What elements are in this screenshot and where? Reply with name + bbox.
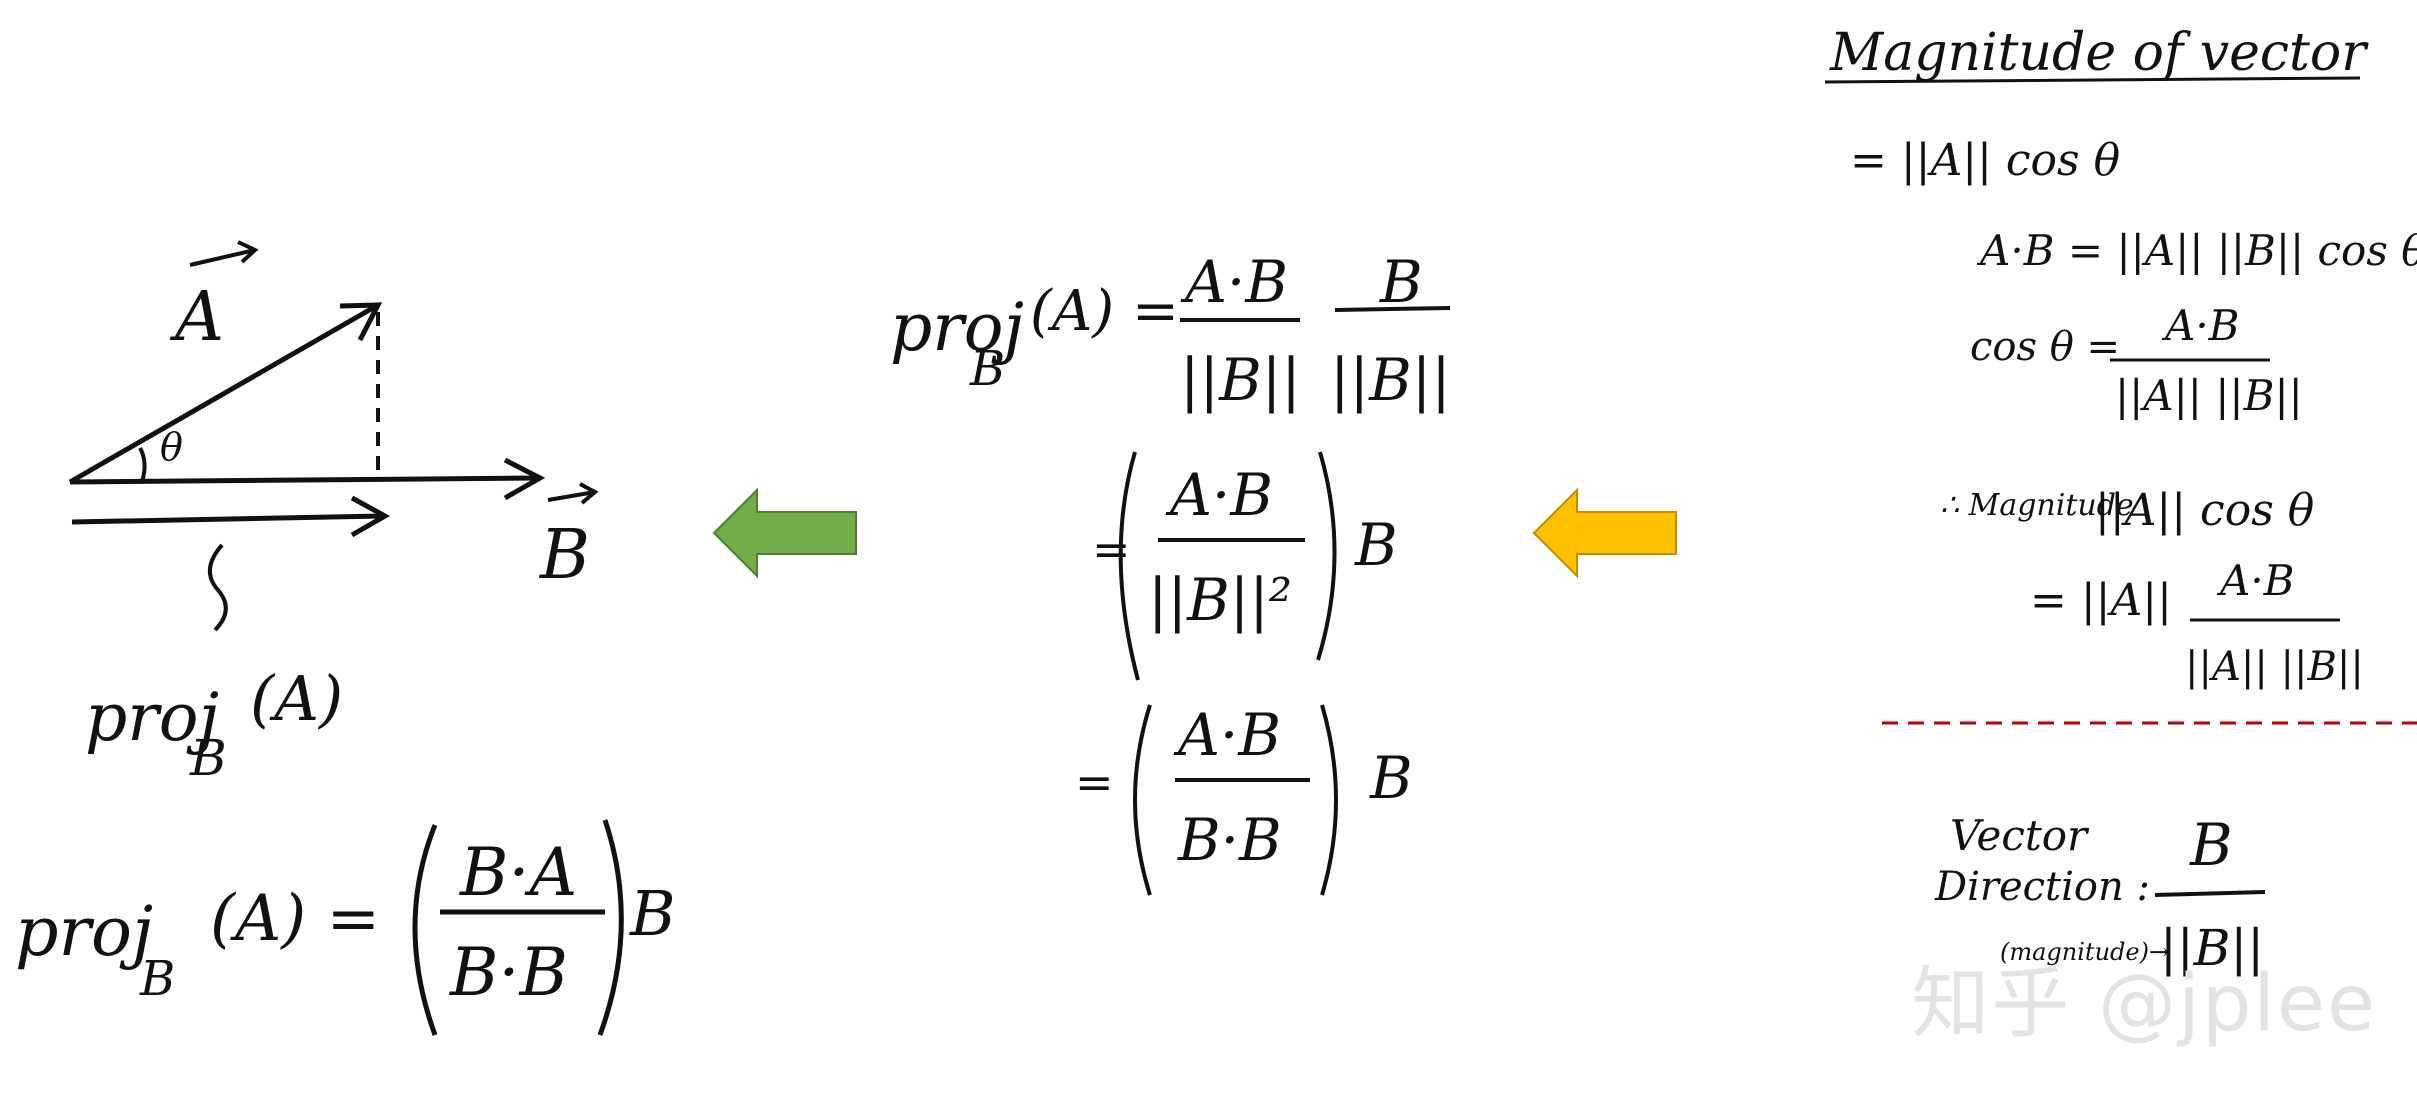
line3-denominator: B·B: [1177, 806, 1282, 874]
notes-dot-product: A·B = ||A|| ||B|| cos θ: [1976, 226, 2417, 275]
shadow-argument: (A): [250, 662, 343, 735]
notes-cos-numerator: A·B: [2161, 301, 2240, 350]
formula-numerator: B·A: [459, 834, 577, 911]
line2-equals: =: [1092, 522, 1131, 576]
line1-denominator-2: ||B||: [1330, 346, 1451, 414]
projection-line: [71, 513, 386, 525]
right-paren: [597, 819, 624, 1036]
notes-direction-denominator: ||B||: [2160, 919, 2264, 977]
notes-direction-numerator: B: [2189, 811, 2233, 879]
brace-squiggle: [208, 543, 228, 632]
line3-equals: =: [1075, 755, 1114, 809]
line2-denominator: ||B||²: [1148, 566, 1292, 634]
notes-mag2-denominator: ||A|| ||B||: [2185, 644, 2364, 690]
vector-a-line: [68, 302, 380, 485]
derivation-panel: proj B (A) = A·B ||B|| B ||B|| = A·B ||B…: [890, 248, 1451, 896]
notes-direction-label-2: Direction :: [1934, 864, 2150, 910]
notes-panel: Magnitude of vector = ||A|| cos θ A·B = …: [1824, 23, 2417, 977]
line1-proj: proj: [890, 289, 1024, 366]
line1-denominator-1: ||B||: [1180, 346, 1301, 414]
shadow-label: proj: [85, 679, 219, 756]
title-underline: [1824, 76, 2361, 84]
formula-argument: (A) =: [210, 882, 380, 956]
gold-arrow: [1532, 488, 1677, 578]
vector-a-arrowhead: [339, 302, 383, 342]
projection-arrowhead: [350, 495, 391, 538]
notes-magnitude-value: ||A|| cos θ: [2095, 485, 2314, 536]
angle-arc: [138, 447, 147, 483]
angle-label: θ: [160, 425, 183, 469]
notes-mag2-numerator: A·B: [2216, 556, 2295, 605]
formula-subscript: B: [139, 951, 175, 1007]
notes-magnitude-label: ∴ Magnitude: [1940, 488, 2134, 523]
notes-direction-label-1: Vector: [1950, 811, 2090, 860]
projection-diagram: θ A B proj B (A) proj B (A) = B·A B·B B: [15, 240, 676, 1036]
left-paren: [412, 824, 438, 1036]
watermark: 知乎 @jplee: [1911, 959, 2377, 1049]
green-arrow: [712, 488, 857, 578]
notes-cos-denominator: ||A|| ||B||: [2115, 371, 2303, 420]
line1-subscript: B: [969, 341, 1005, 397]
vector-b-arrowhead: [503, 457, 546, 501]
line3-vector: B: [1369, 744, 1413, 812]
notes-cos-lhs: cos θ =: [1970, 324, 2120, 370]
formula-proj: proj: [15, 893, 153, 972]
vector-a-label: A: [169, 278, 224, 357]
shadow-subscript: B: [189, 729, 227, 787]
line3-numerator: A·B: [1173, 701, 1281, 769]
line1-numerator-2: B: [1379, 248, 1423, 316]
notes-direction-note: (magnitude)→: [2000, 938, 2169, 966]
notes-eq1: = ||A|| cos θ: [1850, 135, 2120, 186]
vector-b-label: B: [538, 516, 590, 595]
notes-mag2-lhs: = ||A||: [2030, 575, 2172, 626]
line2-numerator: A·B: [1165, 461, 1273, 529]
line1-numerator-1: A·B: [1180, 248, 1288, 316]
line2-vector: B: [1354, 511, 1398, 579]
formula-denominator: B·B: [449, 934, 568, 1011]
line1-argument: (A) =: [1030, 279, 1179, 344]
formula-vector-b: B: [629, 877, 676, 950]
vector-b-line: [69, 475, 541, 485]
notes-title: Magnitude of vector: [1829, 23, 2369, 83]
